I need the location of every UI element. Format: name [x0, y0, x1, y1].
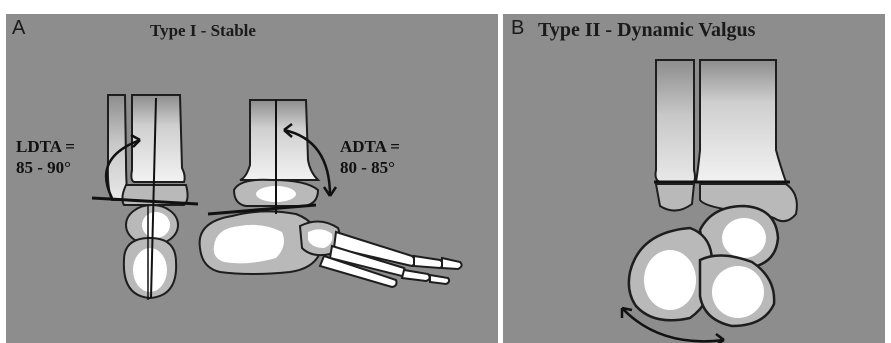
- adta-value: 80 - 85°: [340, 158, 395, 177]
- b-fibular-epiphysis: [656, 184, 694, 211]
- panel-a-title: Type I - Stable: [150, 22, 256, 39]
- adta-label: ADTA = 80 - 85°: [340, 136, 400, 179]
- ldta-label: LDTA = 85 - 90°: [16, 136, 75, 179]
- adta-label-text: ADTA =: [340, 137, 400, 156]
- panel-b-title: Type II - Dynamic Valgus: [538, 20, 755, 40]
- ldta-label-text: LDTA =: [16, 137, 75, 156]
- ldta-value: 85 - 90°: [16, 158, 71, 177]
- b-fibula: [656, 60, 696, 182]
- b-tibia: [696, 60, 786, 182]
- panel-b-letter: B: [511, 18, 524, 38]
- panel-a-letter: A: [12, 18, 25, 38]
